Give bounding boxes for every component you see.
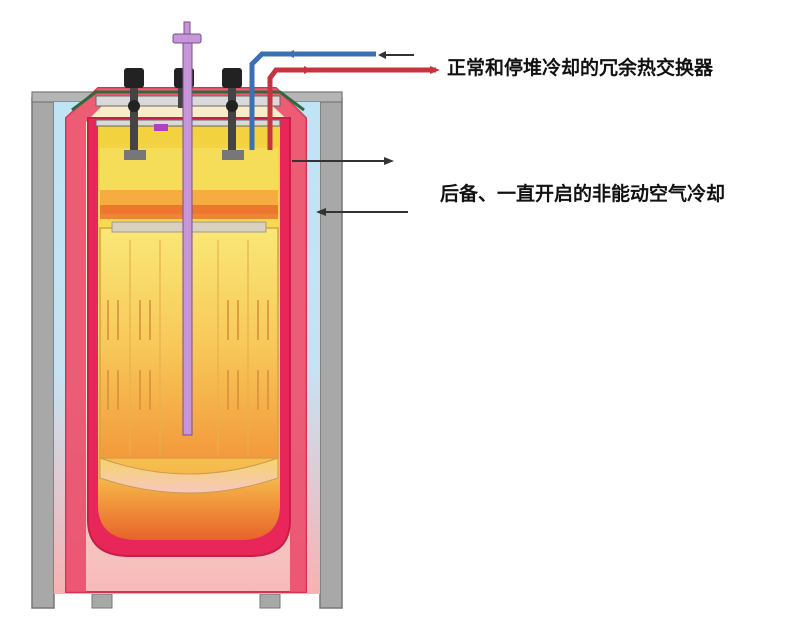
control-rod (172, 21, 202, 436)
fuel-assemblies (107, 240, 269, 455)
air-flow-arrows (292, 157, 408, 216)
heat-exchanger-pipes (249, 50, 440, 150)
passive-air-cooling-label: 后备、一直开启的非能动空气冷却 (440, 183, 726, 205)
redundant-heat-exchanger-label: 正常和停堆冷却的冗余热交换器 (447, 57, 714, 79)
